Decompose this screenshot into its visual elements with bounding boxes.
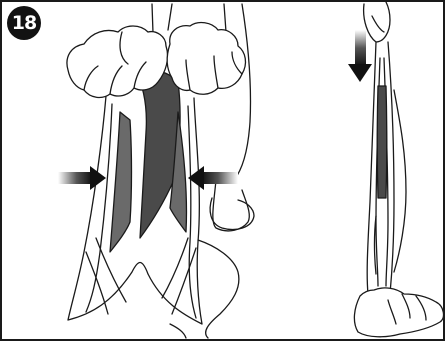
left-panel <box>58 4 254 338</box>
top-hand <box>364 2 390 42</box>
step-number-badge: 18 <box>7 6 41 40</box>
step-number: 18 <box>12 12 36 34</box>
garment-leg-right <box>162 238 196 314</box>
fabric-fold-right <box>188 106 196 318</box>
garment-leg-left <box>86 238 126 314</box>
dangling-strap <box>198 240 239 338</box>
arrow-right-icon <box>58 166 106 190</box>
strap-end <box>170 324 186 338</box>
fabric-fold-left <box>86 104 112 312</box>
folded-garment-dark <box>377 86 387 198</box>
arrow-left-icon <box>188 166 238 190</box>
right-hand <box>167 23 245 95</box>
arrow-down-icon <box>348 30 372 82</box>
right-panel <box>348 2 443 337</box>
person-leg <box>213 180 249 231</box>
fabric-dark-left <box>110 112 132 252</box>
left-hand <box>67 26 168 97</box>
bottom-hand <box>354 288 443 337</box>
illustration-canvas <box>2 2 443 339</box>
folded-garment-flap <box>394 90 406 272</box>
shoe <box>210 198 254 230</box>
